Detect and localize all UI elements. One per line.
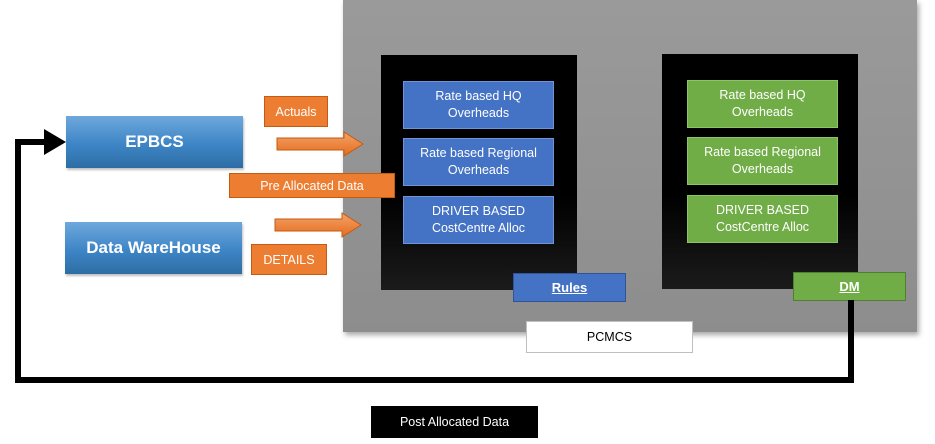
actuals-arrow — [276, 131, 364, 157]
source-data-warehouse[interactable]: Data WareHouse — [65, 222, 242, 274]
rules-item-hq-overheads[interactable]: Rate based HQ Overheads — [403, 81, 554, 129]
actuals-label: Actuals — [264, 96, 328, 127]
dm-item-hq-overheads[interactable]: Rate based HQ Overheads — [687, 80, 838, 128]
pre-allocated-label: Pre Allocated Data — [229, 173, 395, 198]
rules-item-regional-overheads[interactable]: Rate based Regional Overheads — [403, 138, 554, 186]
post-allocated-label: Post Allocated Data — [371, 406, 538, 438]
details-arrow — [274, 212, 362, 238]
dm-item-regional-overheads[interactable]: Rate based Regional Overheads — [687, 137, 838, 185]
rules-item-driver-based[interactable]: DRIVER BASED CostCentre Alloc — [403, 196, 554, 244]
rules-tag[interactable]: Rules — [513, 273, 626, 302]
dm-item-driver-based[interactable]: DRIVER BASED CostCentre Alloc — [687, 195, 838, 243]
pcmcs-label: PCMCS — [526, 321, 693, 353]
details-label: DETAILS — [251, 244, 327, 275]
feedback-loop-line — [15, 139, 854, 383]
source-epbcs[interactable]: EPBCS — [66, 116, 243, 168]
feedback-arrowhead — [44, 129, 66, 155]
